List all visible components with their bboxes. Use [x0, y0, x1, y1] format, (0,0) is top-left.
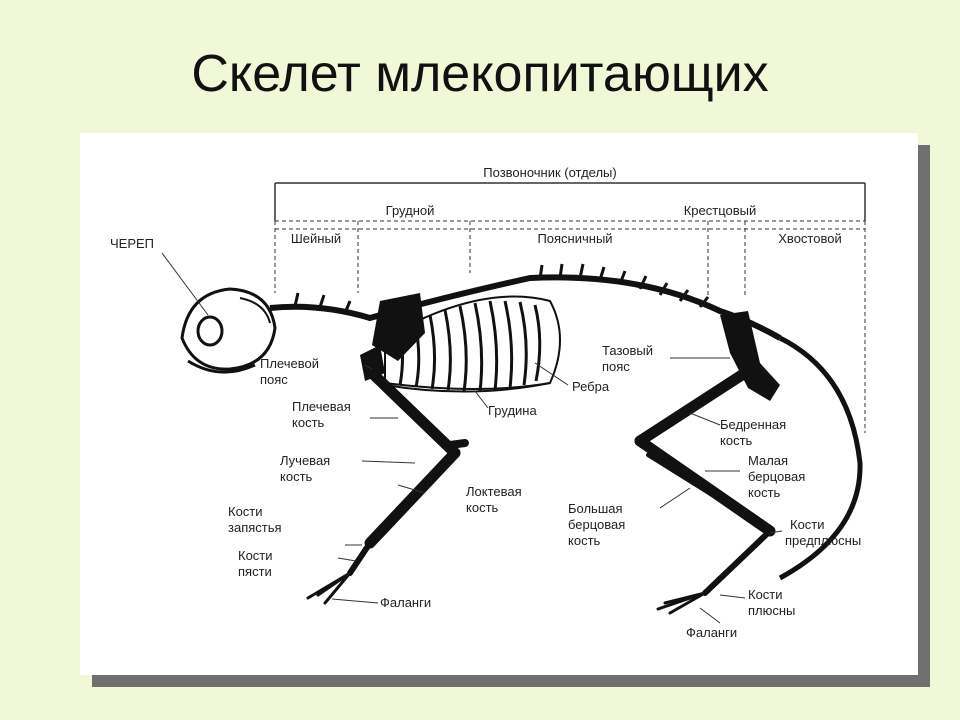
tibia-label-2: берцовая — [568, 517, 625, 532]
diagram-panel: Позвоночник (отделы) Грудной Крестцовый … — [80, 133, 918, 675]
ulna-label: Локтевая — [466, 484, 522, 499]
skeleton-diagram: Позвоночник (отделы) Грудной Крестцовый … — [110, 165, 866, 640]
lumbar-section-label: Поясничный — [537, 231, 612, 246]
shoulder-girdle-label-2: пояс — [260, 372, 288, 387]
shoulder-girdle-label: Плечевой — [260, 356, 319, 371]
humerus-label: Плечевая — [292, 399, 351, 414]
fibula-label-3: кость — [748, 485, 781, 500]
fibula-label-2: берцовая — [748, 469, 805, 484]
pelvic-girdle-label-2: пояс — [602, 359, 630, 374]
metatarsals-label-2: плюсны — [748, 603, 795, 618]
radius-label-2: кость — [280, 469, 313, 484]
phalanges-hind-label: Фаланги — [686, 625, 737, 640]
hind-leg — [634, 365, 776, 615]
skull-label: ЧЕРЕП — [110, 236, 154, 251]
pointer-lines — [161, 252, 783, 624]
metatarsals-label: Кости — [748, 587, 783, 602]
vertebrae-processes — [293, 263, 710, 314]
ribcage — [384, 295, 561, 393]
slide-title: Скелет млекопитающих — [191, 45, 769, 103]
fibula-label: Малая — [748, 453, 788, 468]
tarsals-label: Кости — [790, 517, 825, 532]
thoracic-section-label: Грудной — [386, 203, 435, 218]
metacarpals-label: Кости — [238, 548, 273, 563]
sacral-section-label: Крестцовый — [684, 203, 757, 218]
phalanges-front-label: Фаланги — [380, 595, 431, 610]
tail — [778, 335, 863, 581]
tibia-label-3: кость — [568, 533, 601, 548]
scapula — [372, 293, 425, 361]
front-leg — [306, 367, 469, 605]
carpals-label-2: запястья — [228, 520, 282, 535]
humerus-label-2: кость — [292, 415, 325, 430]
radius-label: Лучевая — [280, 453, 330, 468]
tarsals-label-2: предплюсны — [785, 533, 861, 548]
femur-label-2: кость — [720, 433, 753, 448]
pelvis — [720, 311, 780, 401]
femur-label: Бедренная — [720, 417, 786, 432]
skeleton-drawing — [180, 263, 863, 615]
tibia-label: Большая — [568, 501, 623, 516]
sternum-label: Грудина — [488, 403, 537, 418]
pelvic-girdle-label: Тазовый — [602, 343, 653, 358]
spine-header-label: Позвоночник (отделы) — [483, 165, 616, 180]
skull — [180, 287, 277, 374]
spine-brackets — [274, 182, 866, 433]
ulna-label-2: кость — [466, 500, 499, 515]
carpals-label: Кости — [228, 504, 263, 519]
ribs-label: Ребра — [572, 379, 610, 394]
caudal-section-label: Хвостовой — [778, 231, 841, 246]
metacarpals-label-2: пясти — [238, 564, 272, 579]
cervical-section-label: Шейный — [291, 231, 341, 246]
